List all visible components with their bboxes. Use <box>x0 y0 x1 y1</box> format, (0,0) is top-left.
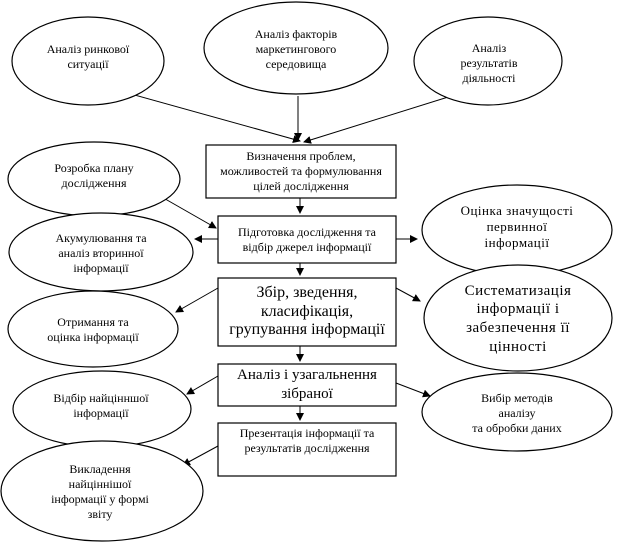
label-activity-results: Аналіз результатів діяльності <box>460 40 518 85</box>
box-problem-definition <box>205 144 397 199</box>
label-research-preparation: Підготовка дослідження та відбір джерел … <box>238 224 376 254</box>
arrow-presentation-to-report <box>182 445 219 466</box>
ellipse-info-receiving <box>7 290 179 368</box>
arrow-collection-to-systematization <box>395 287 421 302</box>
label-problem-definition: Визначення проблем, можливостей та форму… <box>220 149 382 193</box>
arrow-analysis-to-selection <box>186 375 219 395</box>
ellipse-report <box>0 440 204 542</box>
label-primary-evaluation: Оцінка значущості первинної інформації <box>460 202 574 251</box>
label-info-receiving: Отримання та оцінка інформації <box>47 315 139 344</box>
box-presentation <box>217 422 397 477</box>
box-analysis-generalization <box>217 363 397 407</box>
label-report: Викладення найціннішої інформації у форм… <box>51 462 149 521</box>
label-systematization: Систематизація інформації і забезпечення… <box>464 282 572 355</box>
label-presentation: Презентація інформації та результатів до… <box>239 426 375 455</box>
arrow-plan-to-preparation <box>159 195 217 229</box>
label-information-collection: Збір, зведення, класифікація, групування… <box>229 284 385 339</box>
box-information-collection <box>217 277 397 347</box>
ellipse-market-situation <box>11 16 165 106</box>
ellipse-activity-results <box>413 16 563 106</box>
label-marketing-factors: Аналіз факторів маркетингового середовищ… <box>254 26 338 71</box>
ellipse-methods-choice <box>421 372 613 452</box>
ellipse-marketing-factors <box>203 1 389 95</box>
box-research-preparation <box>217 215 397 264</box>
label-market-situation: Аналіз ринкової ситуації <box>46 42 130 71</box>
label-analysis-generalization: Аналіз і узагальнення зібраної <box>237 367 377 402</box>
arrow-collection-to-receiving <box>175 287 219 313</box>
label-valuable-selection: Відбір найцінншої інформації <box>53 391 149 420</box>
label-research-plan: Розробка плану дослідження <box>54 161 134 190</box>
label-methods-choice: Вибір методів аналізу та обробки даних <box>472 390 562 435</box>
ellipse-systematization <box>423 264 613 372</box>
label-secondary-info: Акумулювання та аналіз вторинної інформа… <box>55 230 147 275</box>
arrow-analysis-to-methods <box>395 382 431 398</box>
